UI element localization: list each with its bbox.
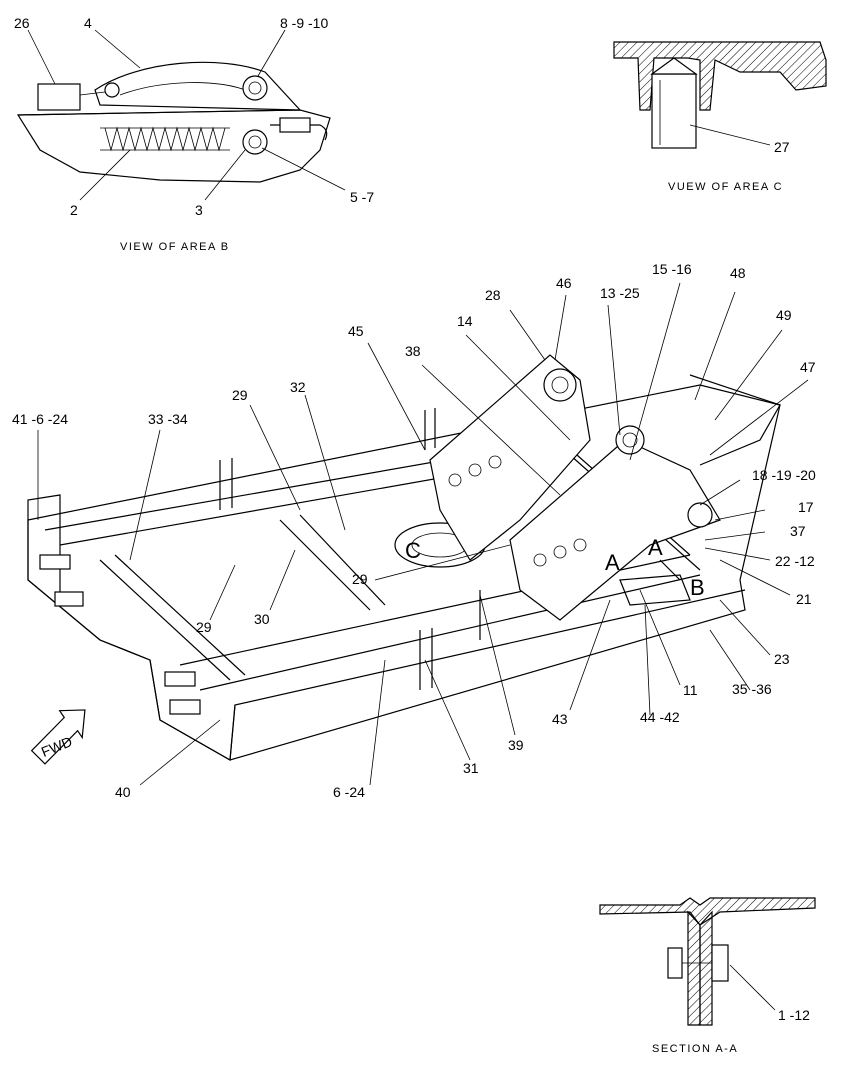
section-aa-detail — [599, 897, 816, 1026]
area-b-caption: VIEW OF AREA B — [120, 241, 230, 253]
callout-29-left: 29 — [196, 619, 212, 635]
callout-4: 4 — [84, 15, 92, 31]
callout-29-mid: 29 — [352, 571, 368, 587]
marker-b: B — [690, 575, 705, 600]
callout-21: 21 — [796, 591, 812, 607]
callout-41-6-24: 41 -6 -24 — [12, 411, 68, 427]
marker-a-left: A — [605, 550, 620, 575]
callout-2: 2 — [70, 202, 78, 218]
callout-6-24: 6 -24 — [333, 784, 365, 800]
callout-37: 37 — [790, 523, 806, 539]
marker-c: C — [405, 538, 421, 563]
callout-28: 28 — [485, 287, 501, 303]
callout-40: 40 — [115, 784, 131, 800]
callout-11: 11 — [683, 682, 698, 698]
callout-30: 30 — [254, 611, 270, 627]
marker-a-right: A — [648, 535, 663, 560]
area-b-leaders — [27, 29, 346, 201]
callout-32: 32 — [290, 379, 306, 395]
callout-39: 39 — [508, 737, 524, 753]
callout-15-16: 15 -16 — [652, 261, 692, 277]
callout-43: 43 — [552, 711, 568, 727]
main-leaders — [37, 282, 809, 786]
callout-17: 17 — [798, 499, 814, 515]
callout-35-36: 35 -36 — [732, 681, 772, 697]
callout-18-19-20: 18 -19 -20 — [752, 467, 816, 483]
callout-23: 23 — [774, 651, 790, 667]
area-c-caption: VUEW OF AREA C — [668, 181, 783, 193]
callout-3: 3 — [195, 202, 203, 218]
area-c-detail — [613, 41, 827, 149]
callout-49: 49 — [776, 307, 792, 323]
callout-13-25: 13 -25 — [600, 285, 640, 301]
main-frame — [27, 354, 781, 761]
callout-48: 48 — [730, 265, 746, 281]
callout-31: 31 — [463, 760, 479, 776]
section-aa-caption: SECTION A-A — [652, 1043, 738, 1055]
area-b-detail — [16, 61, 331, 183]
callout-14: 14 — [457, 313, 473, 329]
callout-1-12: 1 -12 — [778, 1007, 810, 1023]
callout-33-34: 33 -34 — [148, 411, 188, 427]
callout-29-top: 29 — [232, 387, 248, 403]
callout-47: 47 — [800, 359, 816, 375]
callout-26: 26 — [14, 15, 30, 31]
callout-8-9-10: 8 -9 -10 — [280, 15, 328, 31]
callout-22-12: 22 -12 — [775, 553, 815, 569]
callout-44-42: 44 -42 — [640, 709, 680, 725]
callout-27: 27 — [774, 139, 790, 155]
fwd-arrow: FWD — [30, 709, 86, 765]
callout-45: 45 — [348, 323, 364, 339]
callout-46: 46 — [556, 275, 572, 291]
callout-5-7: 5 -7 — [350, 189, 374, 205]
callout-38: 38 — [405, 343, 421, 359]
